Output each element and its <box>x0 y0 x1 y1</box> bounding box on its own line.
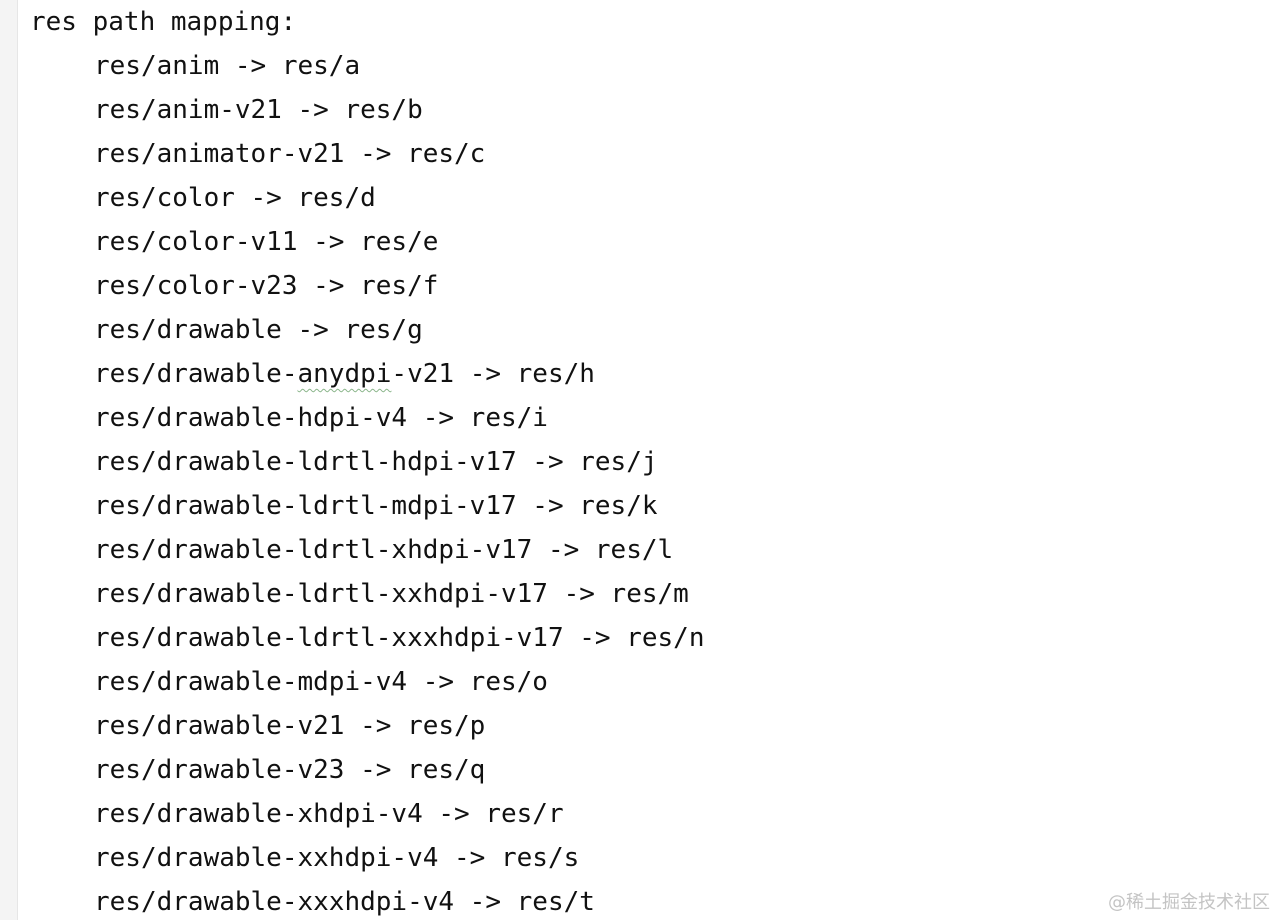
spellcheck-word: anydpi <box>297 359 392 389</box>
code-line-mapping: res/drawable-ldrtl-xxxhdpi-v17 -> res/n <box>94 623 705 653</box>
code-line-mapping: res/anim-v21 -> res/b <box>94 95 423 125</box>
editor-gutter <box>0 0 18 920</box>
code-line-mapping: res/drawable-v23 -> res/q <box>94 755 486 785</box>
code-line-mapping: res/drawable -> res/g <box>94 315 423 345</box>
code-line-mapping: res/color-v11 -> res/e <box>94 227 439 257</box>
code-line-mapping: res/drawable-hdpi-v4 -> res/i <box>94 403 548 433</box>
watermark-text: @稀土掘金技术社区 <box>1108 892 1270 913</box>
code-line-mapping: res/drawable-anydpi-v21 -> res/h <box>94 359 595 389</box>
code-line-mapping: res/drawable-ldrtl-hdpi-v17 -> res/j <box>94 447 658 477</box>
code-line-mapping: res/drawable-xxhdpi-v4 -> res/s <box>94 843 580 873</box>
code-line-mapping: res/drawable-ldrtl-mdpi-v17 -> res/k <box>94 491 658 521</box>
code-line-mapping: res/drawable-xhdpi-v4 -> res/r <box>94 799 564 829</box>
code-line-mapping: res/color-v23 -> res/f <box>94 271 439 301</box>
code-line-mapping: res/anim -> res/a <box>94 51 361 81</box>
code-line-mapping: res/drawable-v21 -> res/p <box>94 711 486 741</box>
code-line-mapping: res/drawable-ldrtl-xhdpi-v17 -> res/l <box>94 535 674 565</box>
code-line-mapping: res/color -> res/d <box>94 183 376 213</box>
code-line-mapping: res/animator-v21 -> res/c <box>94 139 486 169</box>
code-line-mapping: res/drawable-xxxhdpi-v4 -> res/t <box>94 887 595 917</box>
code-line-header: res path mapping: <box>30 7 297 37</box>
code-line-mapping: res/drawable-mdpi-v4 -> res/o <box>94 667 548 697</box>
code-line-mapping: res/drawable-ldrtl-xxhdpi-v17 -> res/m <box>94 579 689 609</box>
